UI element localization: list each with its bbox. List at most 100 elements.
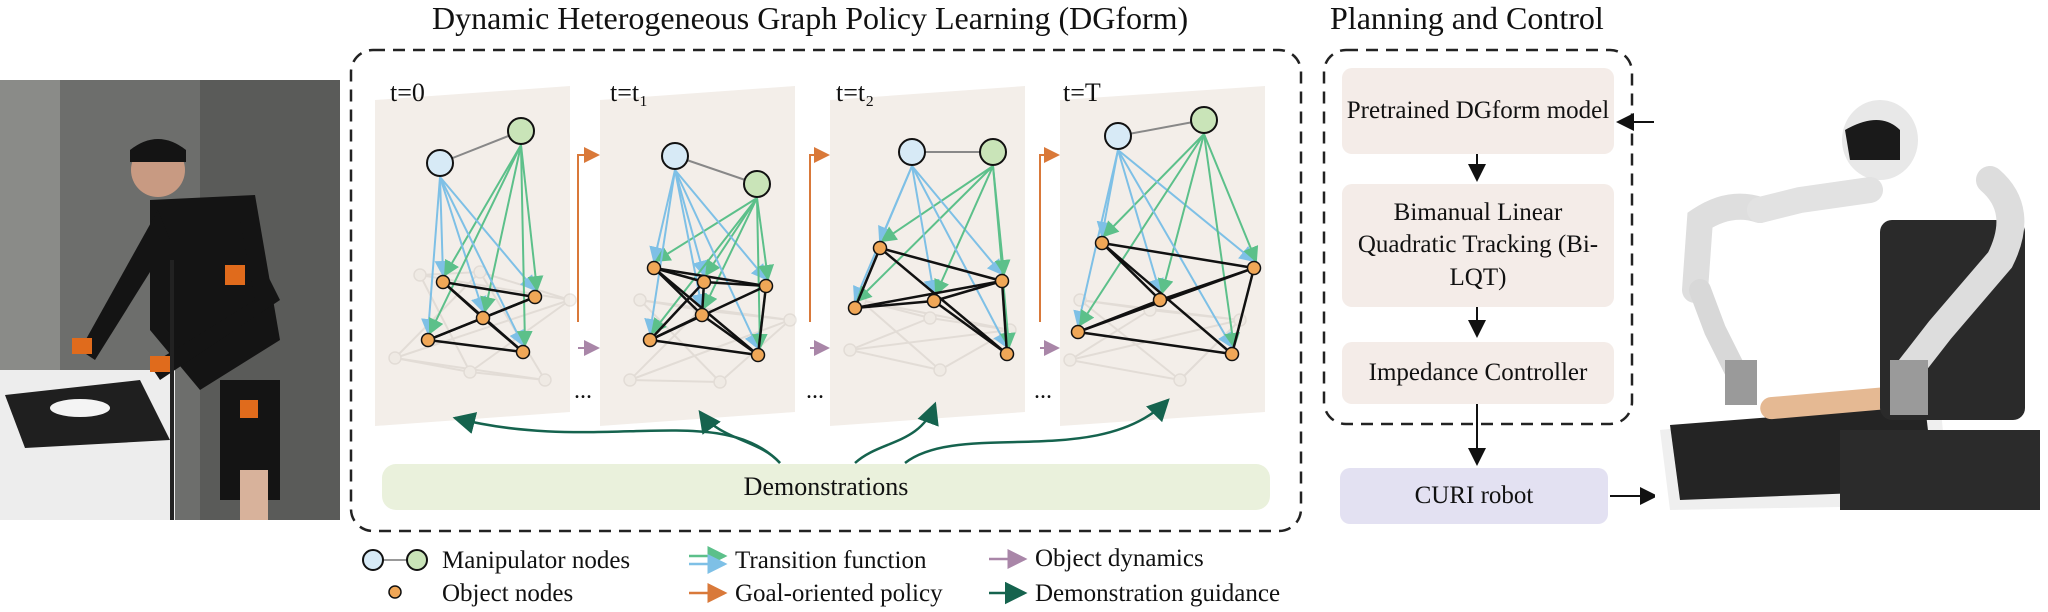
ghost-edge — [859, 299, 931, 319]
object-edge — [854, 299, 935, 310]
ghost-edge — [1069, 359, 1181, 381]
ghost-edge — [1069, 319, 1241, 361]
transition-arrow-blue — [674, 169, 768, 281]
manipulator-node-left — [1104, 122, 1132, 150]
ghost-edge — [1069, 309, 1151, 361]
object-node — [435, 274, 451, 290]
object-node — [872, 240, 888, 256]
manipulator-node-right — [1190, 106, 1218, 134]
ghost-edge — [859, 299, 941, 371]
transition-arrow-blue — [911, 165, 940, 296]
legend-object-dynamics: Object dynamics — [1035, 545, 1204, 572]
manipulator-node-right — [743, 170, 771, 198]
transition-arrow-green — [1203, 133, 1259, 263]
object-node-swatch — [388, 585, 402, 599]
object-edge — [442, 280, 536, 299]
transition-arrow-blue — [439, 176, 537, 292]
ghost-node — [713, 375, 727, 389]
object-edge — [933, 279, 1003, 303]
object-node — [646, 260, 662, 276]
ghost-edge — [629, 319, 791, 381]
legend-demo-guidance: Demonstration guidance — [1035, 580, 1281, 607]
ghost-edge — [849, 349, 941, 371]
planning-title: Planning and Control — [1330, 0, 1604, 36]
ellipsis-1: ... — [574, 378, 592, 404]
object-edge — [649, 313, 703, 342]
object-edge — [427, 338, 524, 354]
transition-arrow-green — [516, 144, 533, 347]
guidance-arrow-4 — [904, 398, 1170, 464]
transition-arrow-green — [934, 165, 994, 296]
ghost-node — [633, 293, 647, 307]
ghost-edge — [629, 379, 721, 383]
legend-goal-policy: Goal-oriented policy — [735, 580, 943, 607]
demonstrations-label: Demonstrations — [743, 472, 909, 501]
ghost-node — [563, 293, 577, 307]
transition-arrow-green — [756, 197, 775, 281]
transition-arrow-green — [1102, 133, 1205, 238]
dgform-frame — [349, 48, 1303, 533]
object-edge — [1077, 298, 1161, 334]
ghost-node — [463, 365, 477, 379]
ghost-edge — [394, 357, 471, 373]
ghost-edge — [394, 299, 571, 359]
transition-arrow-green — [480, 144, 522, 313]
time-label-0: t=0 — [390, 78, 425, 107]
ghost-edge — [419, 274, 471, 373]
object-node — [515, 344, 531, 360]
ghost-edge — [699, 309, 791, 321]
ghost-edge — [469, 371, 546, 381]
transition-arrow-blue — [649, 169, 676, 263]
ghost-node — [623, 373, 637, 387]
object-edge — [853, 247, 882, 309]
ghost-node — [923, 311, 937, 325]
ghost-node — [388, 351, 402, 365]
object-edge — [879, 247, 1008, 355]
graph-panel-1 — [600, 86, 797, 426]
ghost-edge — [394, 357, 546, 381]
manipulator-node-right — [507, 117, 535, 145]
transition-arrow-blue — [911, 165, 1008, 349]
object-node — [994, 273, 1010, 289]
object-edge — [482, 317, 524, 353]
manipulator-link — [674, 155, 758, 185]
object-node — [1246, 260, 1262, 276]
planning-frame — [1322, 48, 1634, 426]
manipulator-node-swatch-left — [362, 549, 384, 571]
transition-arrow-green — [702, 197, 758, 310]
object-node — [527, 289, 543, 305]
object-edge — [649, 338, 759, 357]
transition-arrow-blue — [674, 169, 760, 350]
goal-policy-arrow-1 — [809, 147, 830, 322]
ghost-node — [933, 363, 947, 377]
demonstration-guidance-arrows — [452, 398, 1170, 464]
ghost-edge — [1149, 309, 1241, 321]
object-edge — [1230, 267, 1256, 355]
transition-arrow-green — [654, 197, 758, 263]
legend-swatches-2 — [689, 546, 728, 603]
ghost-node — [843, 343, 857, 357]
object-node — [999, 346, 1015, 362]
object-node — [642, 332, 658, 348]
ellipsis-2: ... — [806, 378, 824, 404]
transition-arrow-green — [520, 144, 544, 292]
manipulator-node-left — [661, 142, 689, 170]
time-label-3: t=T — [1063, 78, 1101, 107]
dgform-title: Dynamic Heterogeneous Graph Policy Learn… — [432, 0, 1189, 36]
transition-arrow-green — [1078, 133, 1205, 327]
object-node — [1224, 346, 1240, 362]
transition-arrow-green — [855, 165, 994, 303]
transition-arrow-green — [1203, 133, 1240, 349]
bilqt-box: Bimanual Linear Quadratic Tracking (Bi-L… — [1342, 184, 1614, 307]
object-edge — [703, 280, 767, 288]
object-node — [1152, 292, 1168, 308]
guidance-arrow-2 — [698, 409, 781, 464]
transition-arrow-green — [1157, 133, 1205, 295]
object-edge — [1000, 280, 1009, 355]
object-node — [1094, 235, 1110, 251]
transition-arrow-blue — [853, 165, 913, 303]
legend-object-nodes: Object nodes — [442, 580, 574, 607]
object-edge — [1101, 241, 1255, 270]
object-node — [475, 310, 491, 326]
manipulator-node-left — [898, 138, 926, 166]
